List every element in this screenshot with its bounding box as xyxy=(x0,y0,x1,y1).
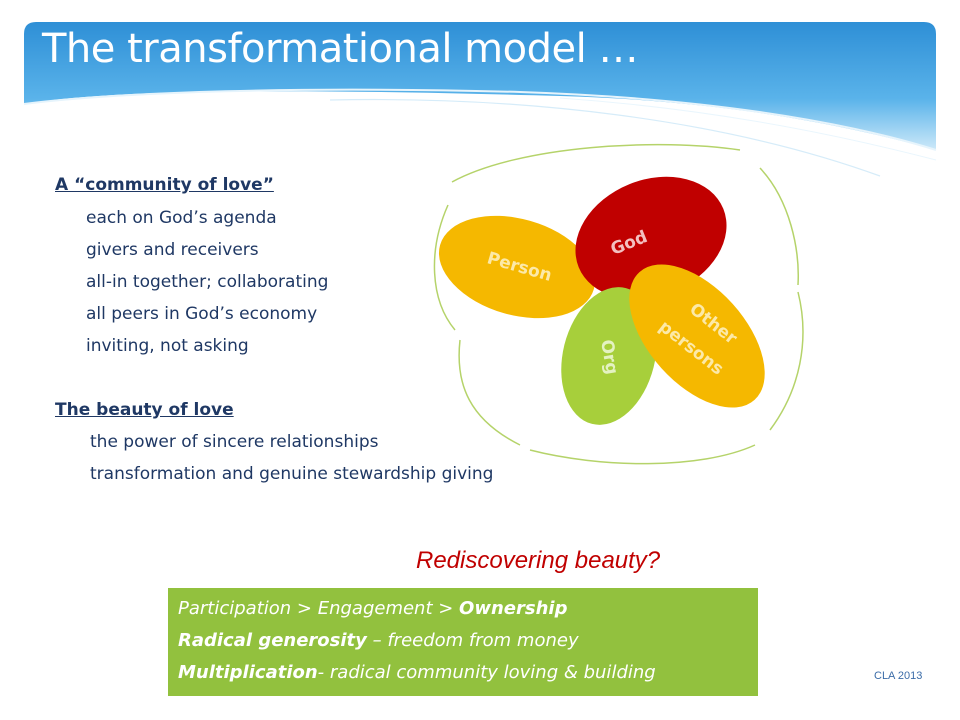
callout-line-2: Radical generosity – freedom from money xyxy=(178,630,579,651)
callout-line-3-bold: Multiplication xyxy=(178,662,318,683)
callout-line-1-text: Participation > Engagement > xyxy=(178,598,460,619)
footer-credit: CLA 2013 xyxy=(874,670,923,682)
list-item: all peers in God’s economy xyxy=(86,304,318,324)
callout-line-3-text: - radical community loving & building xyxy=(317,662,656,683)
petal-person xyxy=(438,215,596,319)
petal-org xyxy=(561,287,657,425)
section-heading-community: A “community of love” xyxy=(55,175,274,195)
list-item: the power of sincere relationships xyxy=(90,432,379,452)
list-item: transformation and genuine stewardship g… xyxy=(90,464,494,484)
petal-diagram: Person God Org Other persons xyxy=(433,143,804,465)
callout-line-1: Participation > Engagement > Ownership xyxy=(178,598,567,619)
list-item: givers and receivers xyxy=(86,240,259,260)
subtitle: Rediscovering beauty? xyxy=(416,547,661,574)
slide-title: The transformational model … xyxy=(42,26,638,72)
diagram-outline xyxy=(433,143,804,465)
list-item: inviting, not asking xyxy=(86,336,249,356)
list-item: each on God’s agenda xyxy=(86,208,277,228)
callout-line-2-bold: Radical generosity xyxy=(178,630,367,651)
callout-line-2-text: – freedom from money xyxy=(366,630,579,651)
callout-box: Participation > Engagement > Ownership R… xyxy=(168,588,758,696)
callout-line-1-bold: Ownership xyxy=(459,598,568,619)
callout-line-3: Multiplication- radical community loving… xyxy=(178,662,656,683)
petal-god xyxy=(575,176,727,300)
header-banner xyxy=(23,22,937,177)
petal-other-persons xyxy=(629,264,765,408)
list-item: all-in together; collaborating xyxy=(86,272,329,292)
section-heading-beauty: The beauty of love xyxy=(55,400,234,420)
